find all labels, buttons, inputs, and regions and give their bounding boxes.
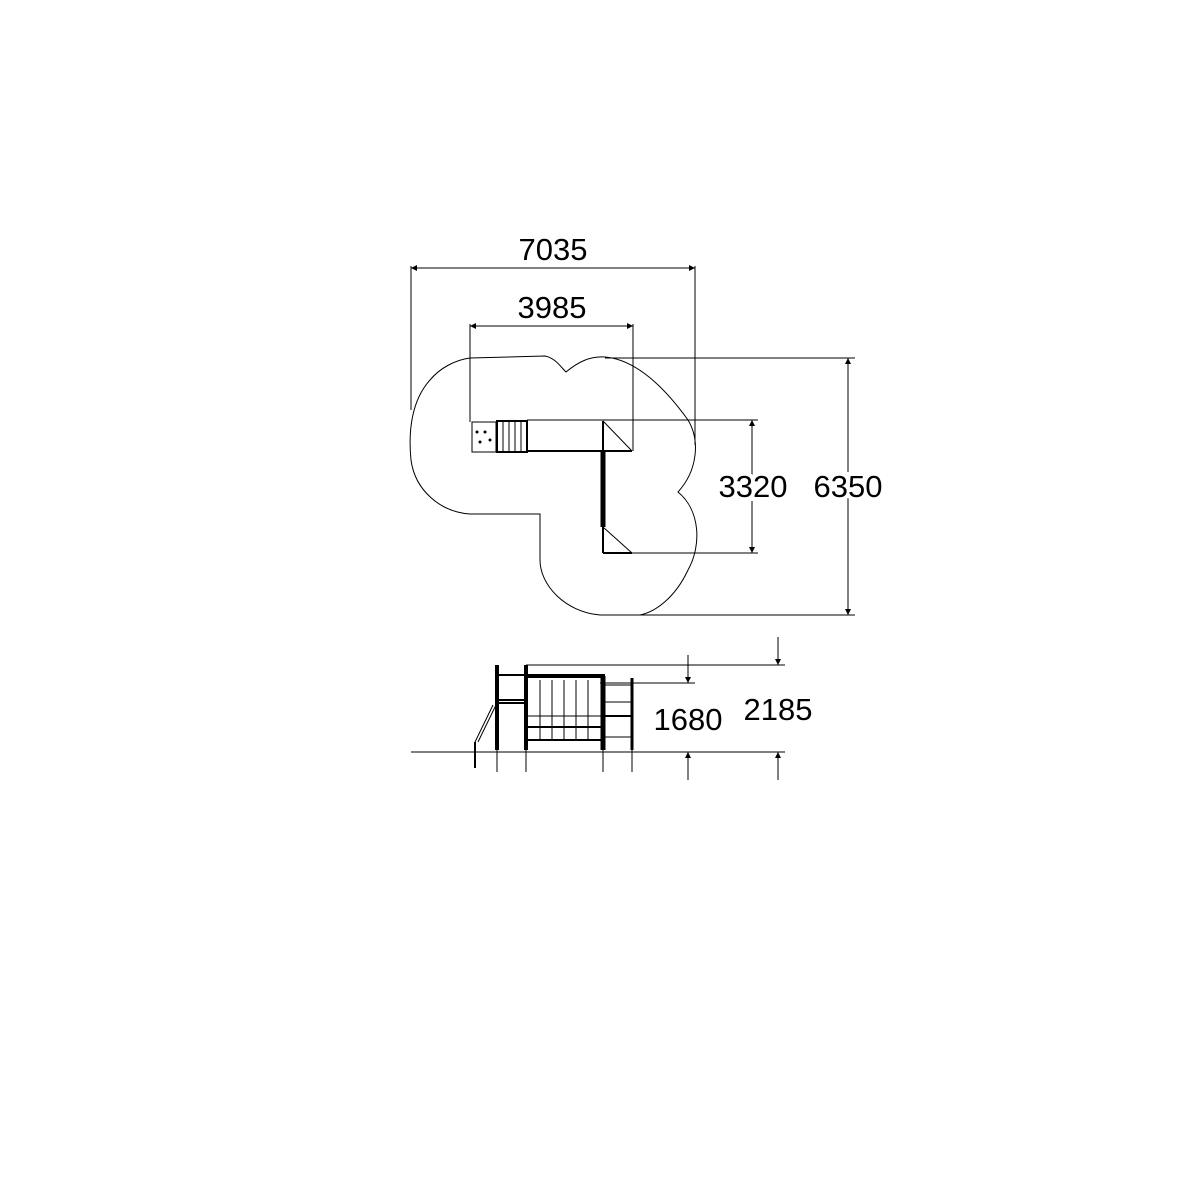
dimension-platform-height: 1680 <box>654 702 723 737</box>
dimension-overall-depth: 6350 <box>814 469 883 504</box>
dimension-overall-height: 2185 <box>744 692 813 727</box>
plan-view: 7035 3985 6350 3320 <box>409 232 886 616</box>
play-structure-elevation <box>474 665 634 772</box>
dimension-inner-width: 3985 <box>518 290 587 325</box>
play-structure-plan <box>471 419 633 554</box>
elevation-view: 1680 2185 <box>411 637 812 780</box>
safety-zone-outline <box>409 355 698 616</box>
dimension-inner-depth: 3320 <box>719 469 788 504</box>
dimension-overall-width: 7035 <box>519 232 588 267</box>
